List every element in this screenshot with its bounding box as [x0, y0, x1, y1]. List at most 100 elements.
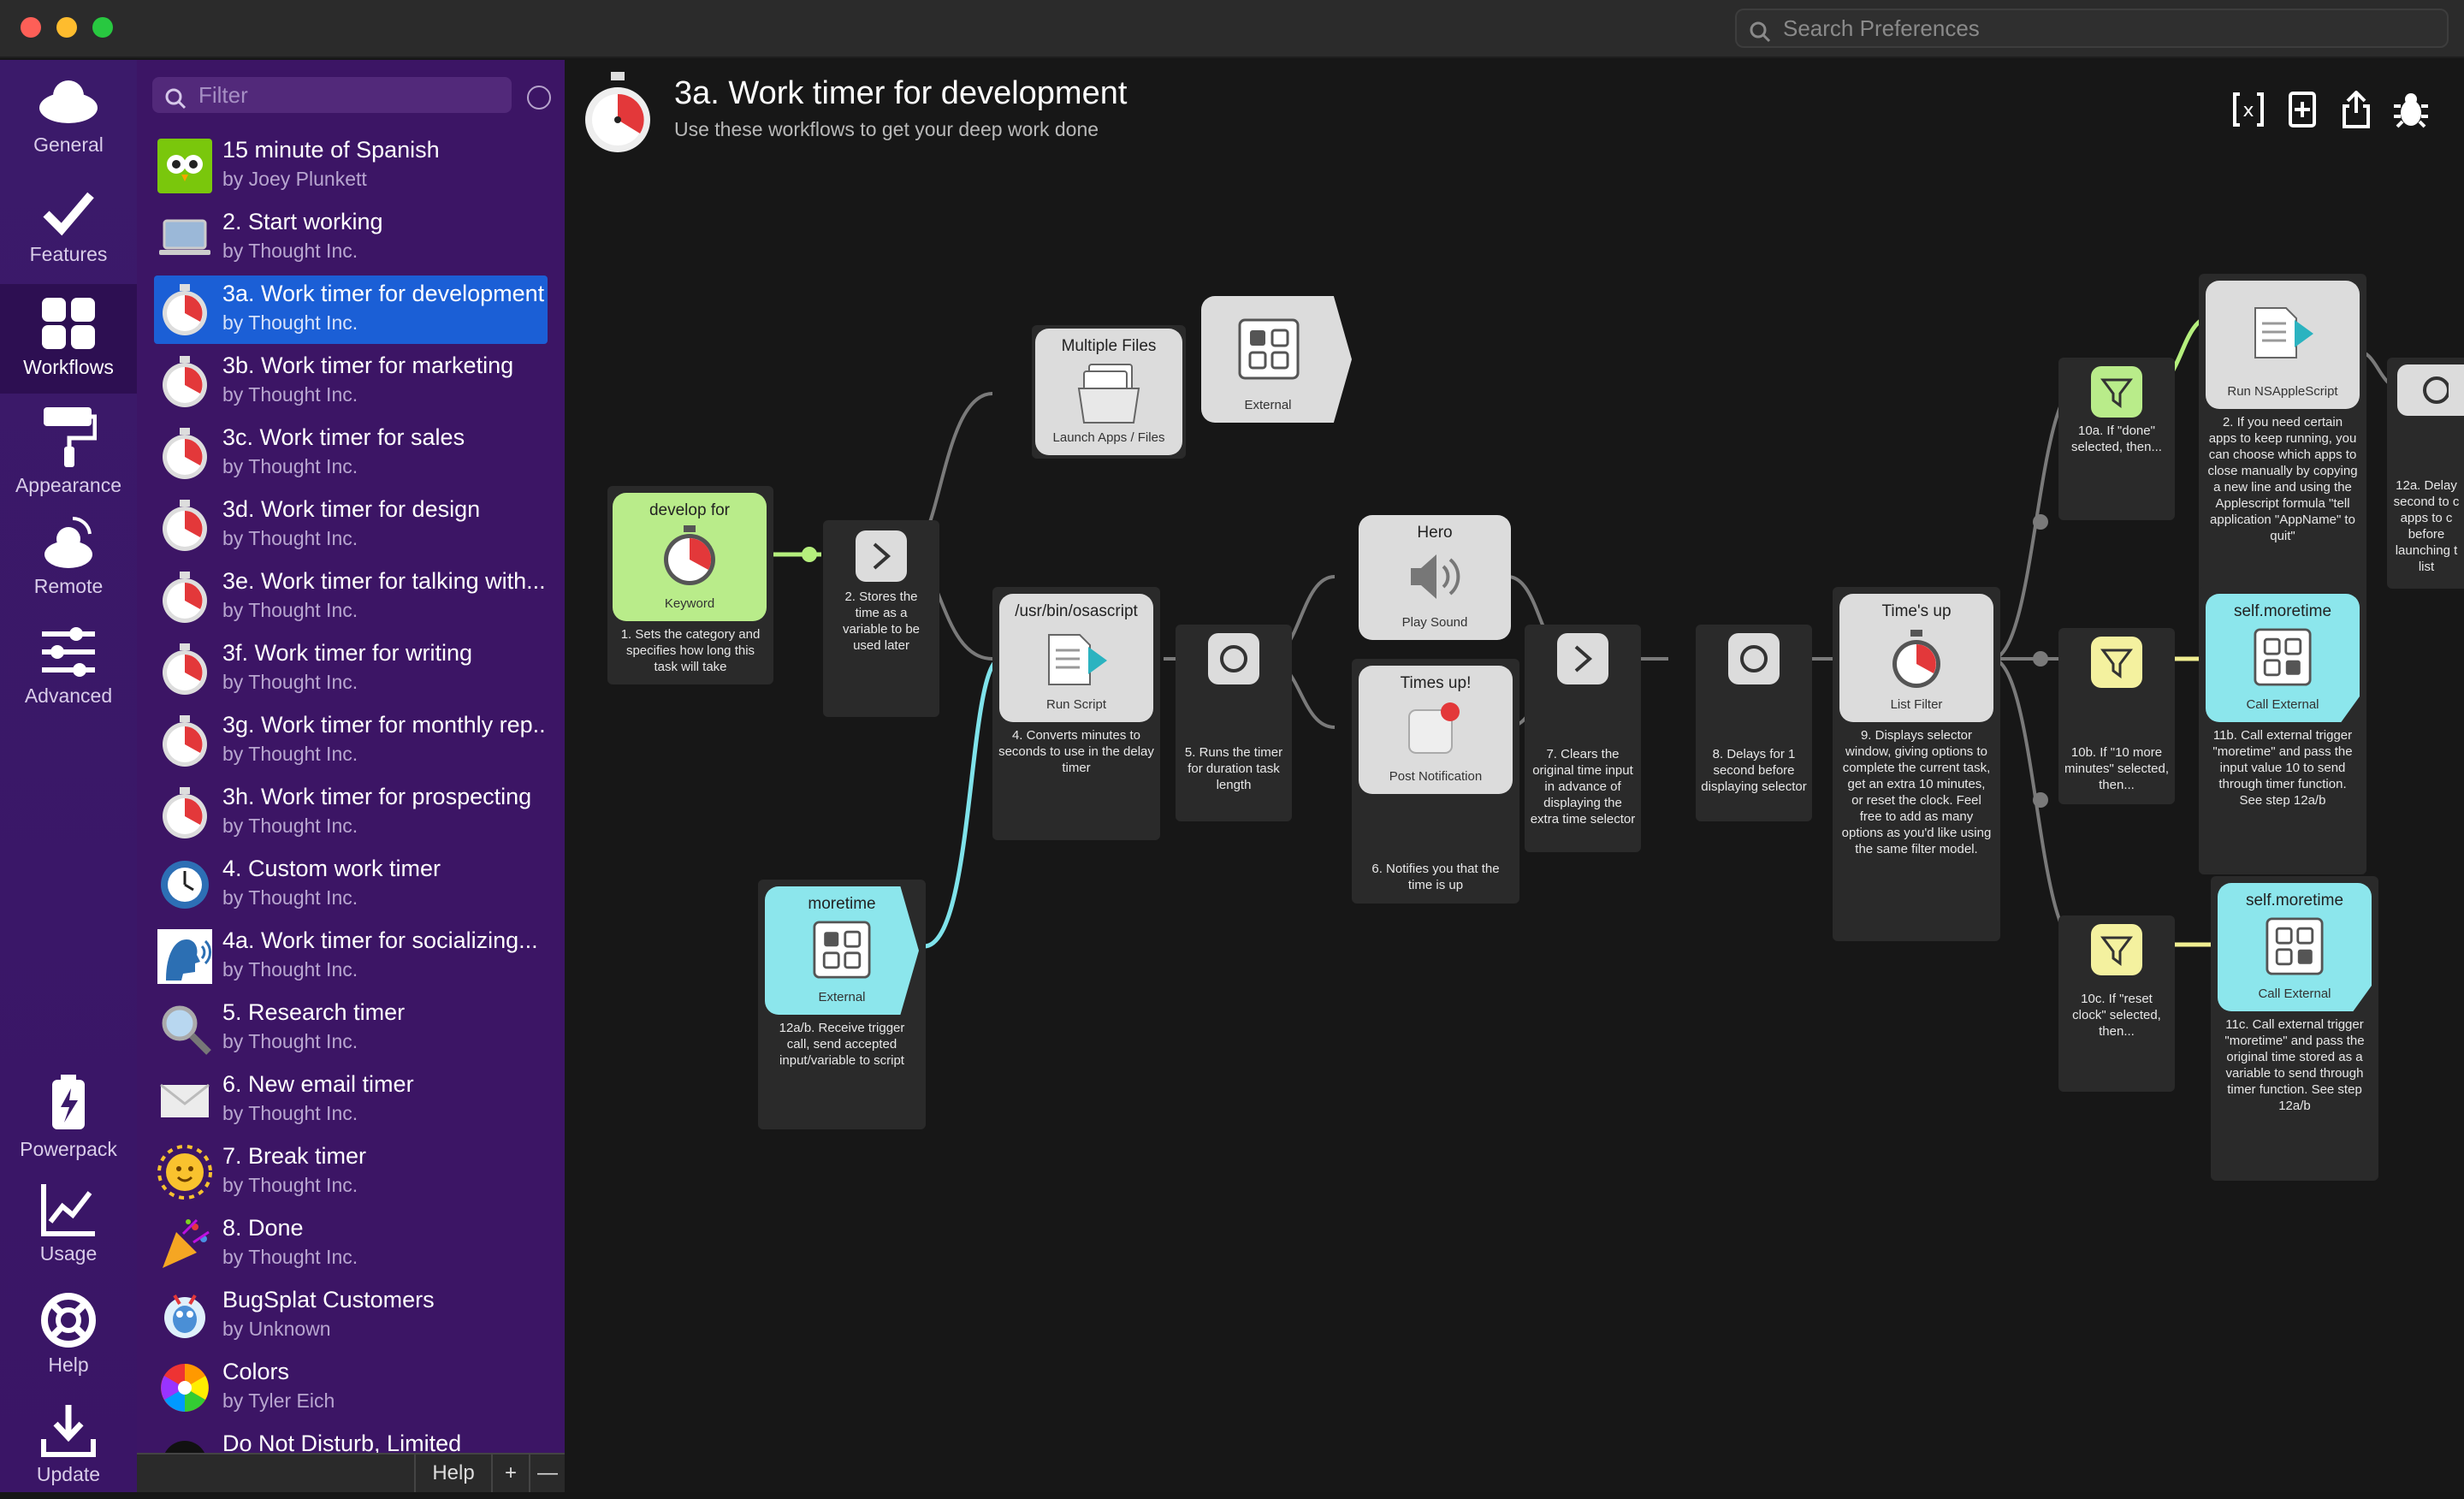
workflow-list-item[interactable]: 4a. Work timer for socializing...by Thou…: [154, 922, 548, 991]
filter-node-10a[interactable]: 10a. If "done" selected, then...: [2058, 358, 2175, 520]
run-nsapplescript-node[interactable]: Run NSAppleScript 2. If you need certain…: [2199, 274, 2366, 625]
workflow-list-item-author: by Thought Inc.: [222, 886, 358, 909]
arg-vars-node-2-description: 2. Stores the time as a variable to be u…: [842, 590, 921, 653]
workflow-title: 3a. Work timer for development: [674, 75, 1128, 111]
launch-apps-node[interactable]: Multiple Files Launch Apps / Files: [1032, 325, 1186, 459]
nav-general[interactable]: General: [0, 65, 137, 175]
post-notification-node[interactable]: Times up! Post Notification 6. Notifies …: [1352, 659, 1519, 904]
workflow-list-item[interactable]: 3g. Work timer for monthly rep...by Thou…: [154, 707, 548, 775]
more-options-button[interactable]: [527, 86, 551, 110]
help-button[interactable]: Help: [414, 1455, 491, 1492]
workflow-canvas[interactable]: 3a. Work timer for development Use these…: [565, 60, 2464, 1492]
nav-update[interactable]: Update: [0, 1389, 137, 1499]
moretime-external-node-description: 12a/b. Receive trigger call, send accept…: [779, 1021, 905, 1068]
powerpack-icon: [52, 1075, 85, 1129]
post-notification-node-title: Times up!: [1400, 674, 1472, 692]
workflow-list-item-title: Do Not Disturb, Limited: [222, 1431, 462, 1456]
nav-powerpack[interactable]: Powerpack: [0, 1061, 137, 1170]
external-output-node[interactable]: External: [1201, 296, 1352, 423]
filter-node-10b-description: 10b. If "10 more minutes" selected, then…: [2064, 745, 2170, 792]
nav-appearance-label: Appearance: [15, 474, 122, 496]
call-external-node-11c-title: self.moretime: [2245, 892, 2344, 909]
arrow-right-icon: [873, 542, 891, 570]
variables-icon[interactable]: x: [2231, 91, 2266, 128]
sun-icon: [157, 1145, 212, 1200]
filter-node-10a-description: 10a. If "done" selected, then...: [2071, 424, 2162, 454]
preferences-sidebar: General Features Workflows Appearance Re…: [0, 60, 137, 1492]
workflow-list-item-author: by Thought Inc.: [222, 240, 358, 262]
minimize-window-button[interactable]: [56, 17, 77, 38]
nav-remote[interactable]: Remote: [0, 503, 137, 613]
workflow-list-item-title: 8. Done: [222, 1215, 304, 1241]
call-external-node-11c[interactable]: self.moretime Call External 11c. Call ex…: [2211, 876, 2378, 1181]
search-icon: [1749, 17, 1771, 53]
delay-node-8[interactable]: 8. Delays for 1 second before displaying…: [1696, 625, 1812, 821]
workflow-list-item-title: 2. Start working: [222, 209, 383, 234]
nav-appearance[interactable]: Appearance: [0, 394, 137, 503]
keyword-node[interactable]: develop for Keyword 1. Sets the category…: [607, 486, 773, 684]
nav-workflows[interactable]: Workflows: [0, 284, 137, 394]
filter-input[interactable]: Filter: [152, 77, 512, 113]
play-sound-node[interactable]: Hero Play Sound: [1359, 515, 1511, 640]
search-preferences-input[interactable]: Search Preferences: [1735, 9, 2449, 48]
workflow-subtitle: Use these workflows to get your deep wor…: [674, 118, 1099, 140]
nav-features[interactable]: Features: [0, 175, 137, 284]
workflow-list-item-title: 3b. Work timer for marketing: [222, 353, 514, 378]
filter-node-10c[interactable]: 10c. If "reset clock" selected, then...: [2058, 915, 2175, 1092]
workflow-list-item-author: by Joey Plunkett: [222, 168, 367, 190]
call-external-node-11b[interactable]: self.moretime Call External 11b. Call ex…: [2199, 587, 2366, 874]
workflow-list-item-title: 3f. Work timer for writing: [222, 640, 473, 666]
arg-vars-node-2[interactable]: 2. Stores the time as a variable to be u…: [823, 520, 939, 717]
workflow-list-item[interactable]: 3e. Work timer for talking with...by Tho…: [154, 563, 548, 631]
export-icon[interactable]: [2341, 91, 2372, 128]
delay-node-5[interactable]: 5. Runs the timer for duration task leng…: [1176, 625, 1292, 821]
nav-workflows-label: Workflows: [23, 356, 114, 378]
workflow-list-item-title: 3e. Work timer for talking with...: [222, 568, 546, 594]
workflow-list-item-title: 7. Break timer: [222, 1143, 367, 1169]
add-workflow-button[interactable]: +: [491, 1455, 529, 1492]
nav-help[interactable]: Help: [0, 1280, 137, 1389]
remove-workflow-button[interactable]: —: [529, 1455, 565, 1492]
filter-node-10c-description: 10c. If "reset clock" selected, then...: [2072, 992, 2161, 1039]
filter-funnel-icon: [2100, 936, 2133, 966]
workflow-list-item-title: 3d. Work timer for design: [222, 496, 481, 522]
download-icon: [41, 1405, 96, 1457]
svg-text:x: x: [2242, 100, 2254, 121]
delay-node-12a[interactable]: 12a. Delay second to c apps to c before …: [2387, 358, 2464, 589]
moretime-external-node[interactable]: moretime External 12a/b. Receive trigger…: [758, 880, 926, 1129]
zoom-window-button[interactable]: [92, 17, 113, 38]
add-object-icon[interactable]: [2288, 91, 2317, 128]
stopwatch-icon: [157, 426, 212, 481]
arg-vars-node-7[interactable]: 7. Clears the original time input in adv…: [1525, 625, 1641, 852]
stopwatch-icon: [664, 525, 715, 585]
workflow-list-item-title: BugSplat Customers: [222, 1287, 435, 1312]
owl-icon: [157, 139, 212, 193]
debug-bug-icon[interactable]: [2392, 91, 2430, 128]
workflow-list-item-title: 6. New email timer: [222, 1071, 414, 1097]
filter-node-10b[interactable]: 10b. If "10 more minutes" selected, then…: [2058, 628, 2175, 804]
run-script-node[interactable]: /usr/bin/osascript Run Script 4. Convert…: [992, 587, 1160, 840]
nav-advanced[interactable]: Advanced: [0, 613, 137, 722]
close-window-button[interactable]: [21, 17, 41, 38]
list-filter-node[interactable]: Time's up List Filter 9. Displays select…: [1833, 587, 2000, 941]
play-sound-node-title: Hero: [1417, 524, 1453, 542]
nav-usage[interactable]: Usage: [0, 1170, 137, 1280]
workflow-list-item-author: by Thought Inc.: [222, 311, 358, 334]
call-external-node-11b-title: self.moretime: [2233, 602, 2332, 620]
workflow-list-item[interactable]: 2. Start working by Thought Inc.: [154, 204, 548, 272]
